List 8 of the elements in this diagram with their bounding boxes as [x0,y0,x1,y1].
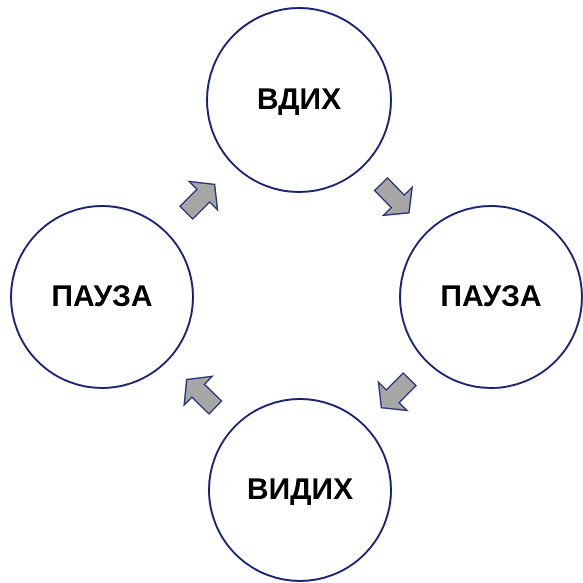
node-label: ВИДИХ [246,473,354,507]
block-arrow [378,372,418,412]
block-arrow [374,176,414,216]
block-arrow [178,180,218,220]
node-label: ПАУЗА [51,280,153,314]
node-label: ПАУЗА [440,280,542,314]
node-label: ВДИХ [256,83,342,117]
block-arrow [183,375,223,415]
